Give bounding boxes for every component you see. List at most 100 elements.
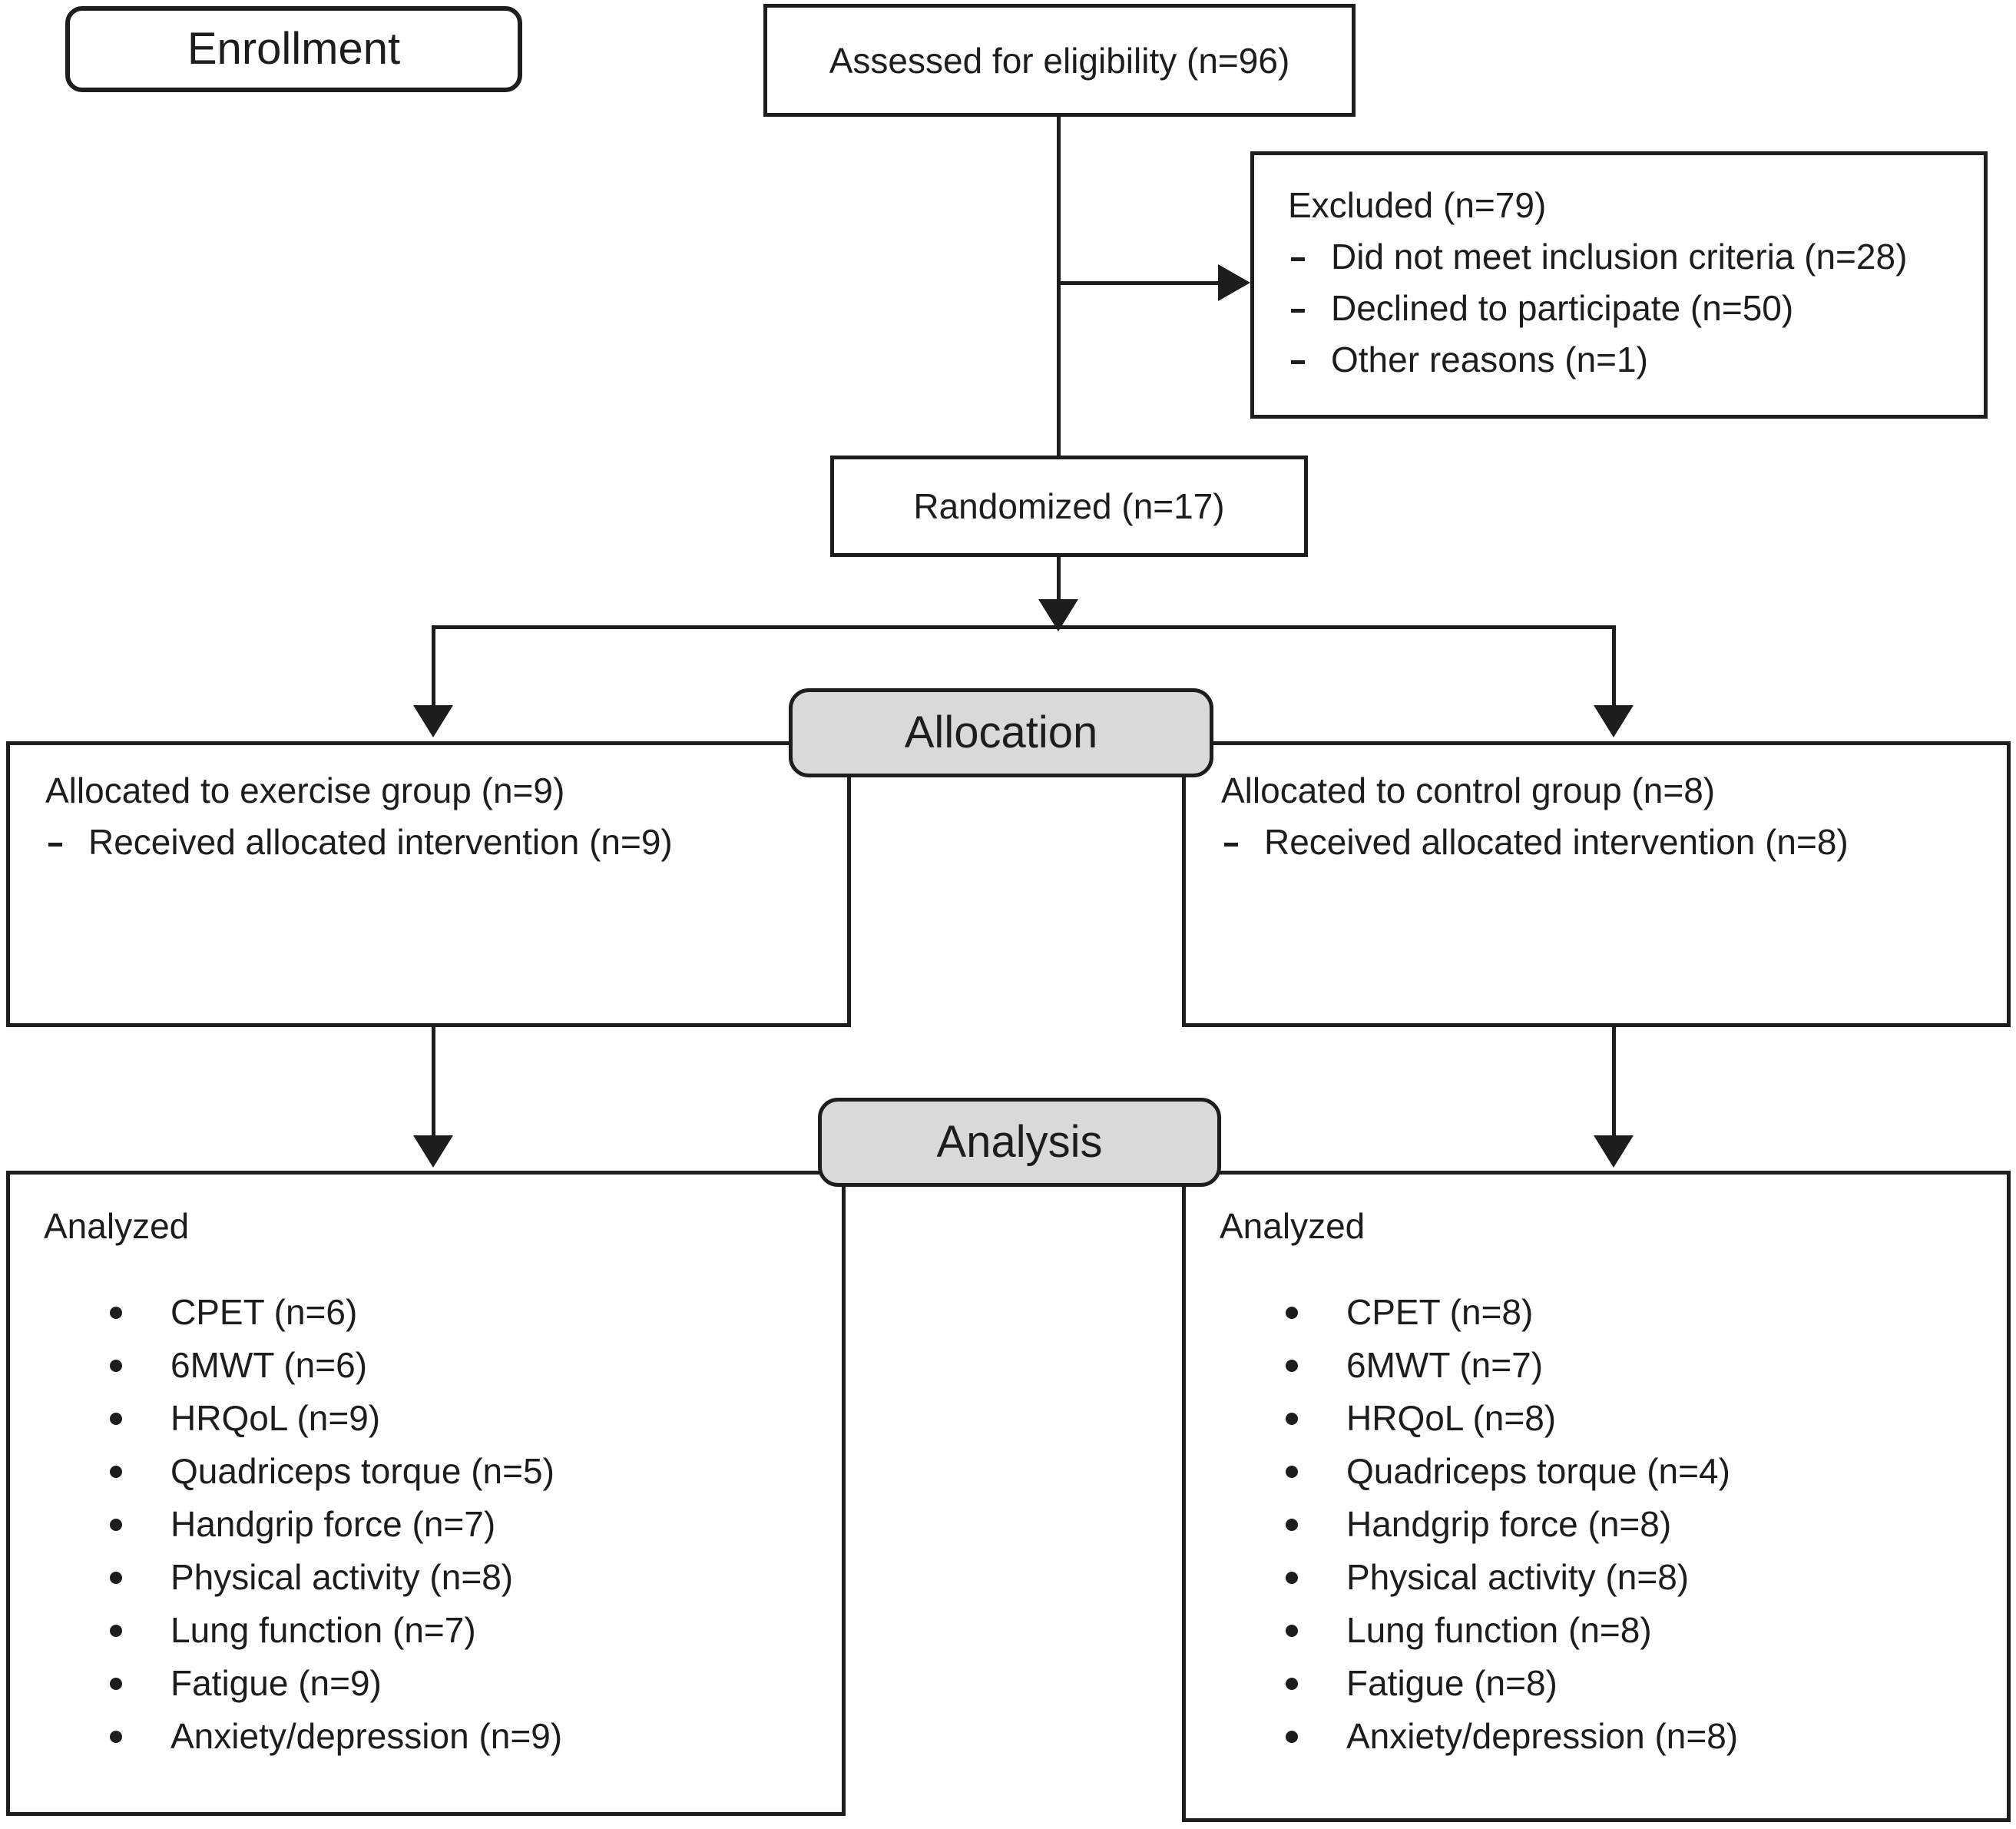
excluded-box: Excluded (n=79) Did not meet inclusion c… (1250, 151, 1988, 419)
excluded-item-text: Declined to participate (n=50) (1331, 288, 1794, 328)
allocated-control-box: Allocated to control group (n=8) Receive… (1182, 741, 2011, 1027)
allocated-exercise-box: Allocated to exercise group (n=9) Receiv… (6, 741, 851, 1027)
bullet-icon (110, 1307, 122, 1319)
bullet-icon (1286, 1413, 1298, 1425)
arrowhead-right-icon (1218, 264, 1250, 301)
analyzed-exercise-title: Analyzed (44, 1206, 190, 1246)
analysis-stage-box: Analysis (818, 1098, 1221, 1187)
list-item: Quadriceps torque (n=5) (110, 1453, 826, 1489)
list-item-text: Fatigue (n=8) (1346, 1663, 1558, 1703)
assessed-box: Assessed for eligibility (n=96) (763, 4, 1356, 117)
arrowhead-down-icon (1594, 1135, 1634, 1168)
list-item-text: CPET (n=6) (170, 1292, 358, 1332)
allocated-control-title: Allocated to control group (n=8) (1221, 770, 1716, 810)
analyzed-exercise-box: Analyzed CPET (n=6) 6MWT (n=6) HRQoL (n=… (6, 1171, 846, 1816)
connector-randomized-to-branch (1057, 555, 1061, 602)
bullet-icon (110, 1572, 122, 1584)
randomized-box: Randomized (n=17) (830, 456, 1308, 557)
bullet-icon (1286, 1572, 1298, 1584)
bullet-icon (110, 1360, 122, 1372)
list-item-text: Anxiety/depression (n=9) (170, 1716, 563, 1756)
bullet-icon (1286, 1731, 1298, 1743)
dash-icon (1291, 257, 1305, 261)
list-item-text: HRQoL (n=9) (170, 1398, 381, 1438)
excluded-item: Declined to participate (n=50) (1288, 290, 1968, 326)
analyzed-control-list: CPET (n=8) 6MWT (n=7) HRQoL (n=8) Quadri… (1286, 1294, 1991, 1754)
excluded-item-text: Other reasons (n=1) (1331, 340, 1648, 379)
allocation-stage-label: Allocation (904, 707, 1098, 757)
allocated-exercise-item-text: Received allocated intervention (n=9) (88, 822, 673, 862)
allocated-exercise-title: Allocated to exercise group (n=9) (45, 770, 565, 810)
list-item: Handgrip force (n=7) (110, 1506, 826, 1542)
list-item-text: HRQoL (n=8) (1346, 1398, 1557, 1438)
assessed-text: Assessed for eligibility (n=96) (829, 40, 1290, 81)
analysis-stage-label: Analysis (936, 1117, 1103, 1167)
list-item: Lung function (n=7) (110, 1612, 826, 1648)
dash-icon (48, 843, 62, 847)
list-item: Anxiety/depression (n=9) (110, 1718, 826, 1754)
bullet-icon (1286, 1466, 1298, 1478)
connector-branch-to-control (1612, 628, 1616, 706)
list-item-text: CPET (n=8) (1346, 1292, 1534, 1332)
connector-to-excluded (1058, 281, 1221, 285)
analyzed-control-title: Analyzed (1220, 1206, 1366, 1246)
list-item: Physical activity (n=8) (110, 1559, 826, 1595)
arrowhead-down-icon (413, 705, 453, 737)
excluded-title: Excluded (n=79) (1288, 185, 1547, 225)
list-item: HRQoL (n=8) (1286, 1400, 1991, 1436)
list-item: HRQoL (n=9) (110, 1400, 826, 1436)
bullet-icon (1286, 1625, 1298, 1637)
connector-branch-to-exercise (432, 628, 435, 706)
enrollment-stage-label: Enrollment (187, 24, 401, 74)
list-item-text: Fatigue (n=9) (170, 1663, 382, 1703)
bullet-icon (110, 1413, 122, 1425)
bullet-icon (1286, 1678, 1298, 1690)
bullet-icon (1286, 1519, 1298, 1531)
list-item-text: 6MWT (n=6) (170, 1345, 368, 1385)
allocated-control-item: Received allocated intervention (n=8) (1221, 824, 1991, 860)
list-item-text: Lung function (n=8) (1346, 1610, 1652, 1650)
arrowhead-down-icon (1594, 705, 1634, 737)
randomized-text: Randomized (n=17) (913, 486, 1225, 526)
list-item-text: Physical activity (n=8) (1346, 1557, 1690, 1597)
list-item: Fatigue (n=8) (1286, 1665, 1991, 1701)
list-item-text: Handgrip force (n=7) (170, 1504, 496, 1544)
allocation-stage-box: Allocation (789, 688, 1213, 777)
excluded-item-text: Did not meet inclusion criteria (n=28) (1331, 237, 1908, 277)
list-item: CPET (n=8) (1286, 1294, 1991, 1330)
analyzed-control-box: Analyzed CPET (n=8) 6MWT (n=7) HRQoL (n=… (1182, 1171, 2011, 1822)
list-item-text: Handgrip force (n=8) (1346, 1504, 1672, 1544)
list-item: Fatigue (n=9) (110, 1665, 826, 1701)
list-item: Quadriceps torque (n=4) (1286, 1453, 1991, 1489)
bullet-icon (110, 1466, 122, 1478)
list-item-text: 6MWT (n=7) (1346, 1345, 1544, 1385)
list-item-text: Anxiety/depression (n=8) (1346, 1716, 1739, 1756)
bullet-icon (1286, 1307, 1298, 1319)
excluded-item: Did not meet inclusion criteria (n=28) (1288, 239, 1968, 274)
dash-icon (1291, 309, 1305, 313)
allocated-control-item-text: Received allocated intervention (n=8) (1264, 822, 1849, 862)
list-item-text: Physical activity (n=8) (170, 1557, 514, 1597)
list-item-text: Lung function (n=7) (170, 1610, 476, 1650)
allocated-exercise-item: Received allocated intervention (n=9) (45, 824, 832, 860)
bullet-icon (110, 1625, 122, 1637)
analyzed-exercise-list: CPET (n=6) 6MWT (n=6) HRQoL (n=9) Quadri… (110, 1294, 826, 1754)
branch-line (432, 625, 1616, 629)
dash-icon (1224, 843, 1238, 847)
list-item-text: Quadriceps torque (n=4) (1346, 1451, 1730, 1491)
connector-exercise-to-analysis (432, 1025, 435, 1138)
connector-control-to-analysis (1612, 1025, 1616, 1138)
connector-assessed-to-randomized (1057, 117, 1061, 456)
dash-icon (1291, 360, 1305, 364)
excluded-item: Other reasons (n=1) (1288, 342, 1968, 377)
bullet-icon (110, 1731, 122, 1743)
list-item: 6MWT (n=7) (1286, 1347, 1991, 1383)
list-item: Lung function (n=8) (1286, 1612, 1991, 1648)
bullet-icon (110, 1678, 122, 1690)
enrollment-stage-box: Enrollment (65, 6, 522, 92)
list-item: Physical activity (n=8) (1286, 1559, 1991, 1595)
arrowhead-down-icon (413, 1135, 453, 1168)
list-item: Handgrip force (n=8) (1286, 1506, 1991, 1542)
list-item: CPET (n=6) (110, 1294, 826, 1330)
